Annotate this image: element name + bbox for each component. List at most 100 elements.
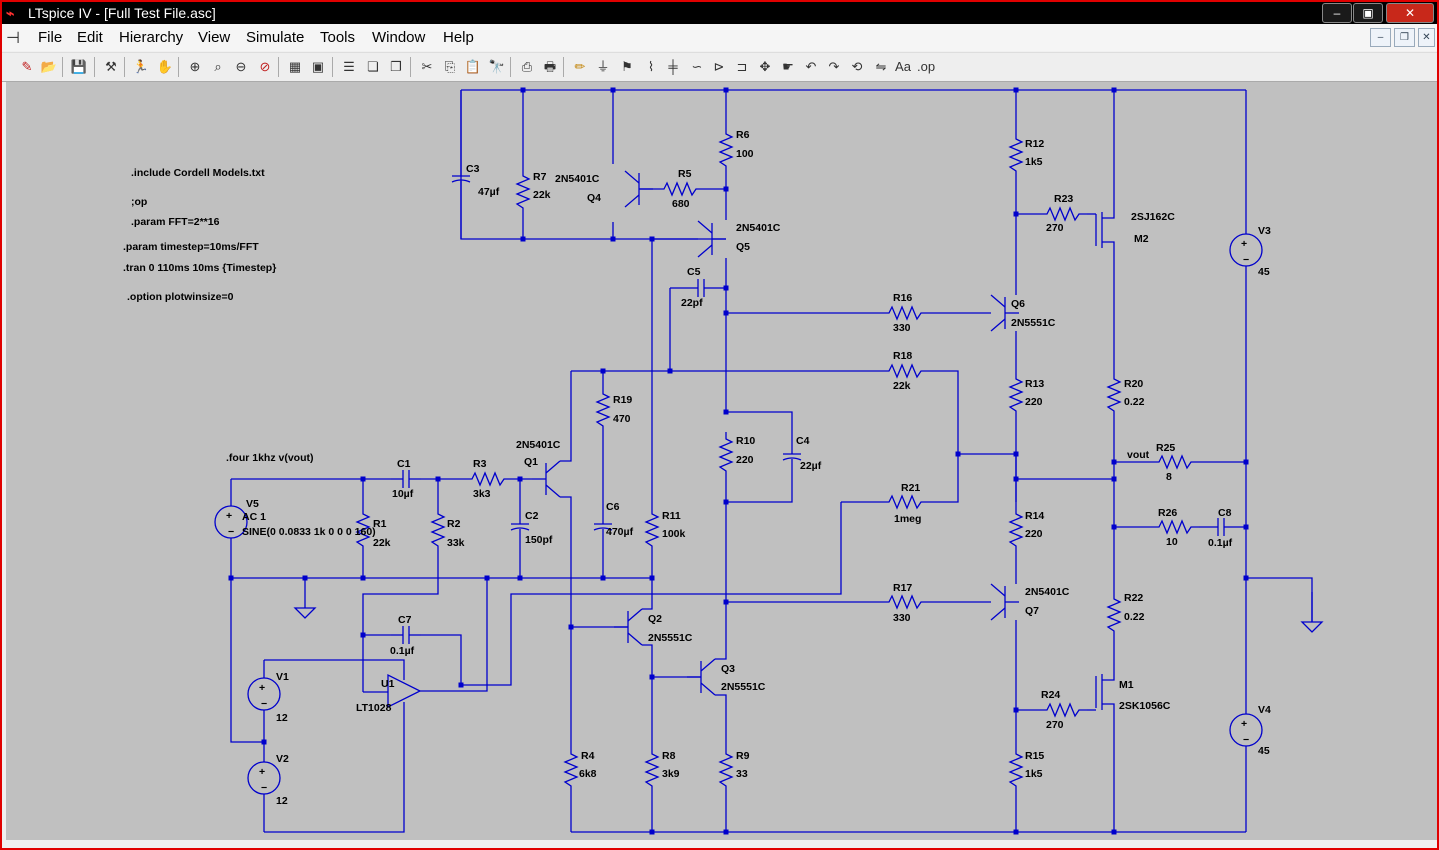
r23-resistor[interactable] xyxy=(1039,206,1087,222)
open-icon[interactable]: 📂 xyxy=(40,59,58,74)
r13-resistor[interactable] xyxy=(1008,372,1024,412)
drag-icon[interactable]: ☛ xyxy=(782,59,794,74)
paste-icon[interactable]: 📋 xyxy=(464,59,482,74)
wire[interactable] xyxy=(929,454,959,503)
q1-transistor-collector[interactable] xyxy=(545,460,561,474)
pan-icon[interactable]: ⌕ xyxy=(214,59,222,74)
wire[interactable] xyxy=(421,634,462,685)
wire[interactable] xyxy=(560,371,572,462)
copy-icon[interactable]: ⎘ xyxy=(444,59,456,74)
cut-icon[interactable]: ✂ xyxy=(421,59,433,74)
minimize-button[interactable]: – xyxy=(1322,3,1352,23)
cascade-icon[interactable]: ❏ xyxy=(367,59,379,74)
r16-resistor[interactable] xyxy=(881,305,929,321)
wire[interactable] xyxy=(726,411,793,442)
undo-icon[interactable]: ↶ xyxy=(805,59,817,74)
wire[interactable] xyxy=(642,644,653,747)
r17-resistor[interactable] xyxy=(881,594,929,610)
menu-window[interactable]: Window xyxy=(372,29,426,46)
component-icon[interactable]: ⊐ xyxy=(736,59,748,74)
r12-resistor[interactable] xyxy=(1008,132,1024,172)
diode-icon[interactable]: ⊳ xyxy=(713,59,725,74)
u1-opamp[interactable] xyxy=(387,673,422,709)
print-setup-icon[interactable]: 🖶 xyxy=(543,59,557,74)
junction-dot[interactable] xyxy=(261,739,267,745)
m1-mosfet-source[interactable] xyxy=(1102,703,1115,720)
run-icon[interactable]: 🏃 xyxy=(132,59,150,74)
ltspice-app-icon[interactable]: ⌁ xyxy=(6,5,15,21)
ground-symbol[interactable] xyxy=(293,607,317,619)
zoom-in-icon[interactable]: ⊕ xyxy=(189,59,201,74)
wire[interactable] xyxy=(715,652,727,660)
r22-resistor[interactable] xyxy=(1106,592,1122,632)
r26-resistor[interactable] xyxy=(1151,519,1199,535)
m2-mosfet-source[interactable] xyxy=(1102,241,1115,258)
q6-transistor-collector[interactable] xyxy=(990,294,1006,308)
r11-resistor[interactable] xyxy=(644,507,660,547)
find-icon[interactable]: 🔭 xyxy=(488,59,506,74)
capacitor-icon[interactable]: ╪ xyxy=(668,59,678,74)
r10-resistor[interactable] xyxy=(718,432,734,472)
schematic-document-icon[interactable]: ⊣ xyxy=(6,30,20,47)
menu-tools[interactable]: Tools xyxy=(320,29,356,46)
q7-transistor-emitter[interactable] xyxy=(990,607,1006,621)
ground-symbol-output[interactable] xyxy=(1300,621,1324,633)
junction-dot[interactable] xyxy=(1111,829,1117,835)
q4-emitter-rail[interactable] xyxy=(460,90,726,240)
q3-transistor-collector[interactable] xyxy=(700,658,716,672)
q4-transistor-emitter[interactable] xyxy=(624,194,640,208)
wire[interactable] xyxy=(1246,577,1313,622)
q3-transistor-emitter[interactable] xyxy=(700,682,716,696)
move-icon[interactable]: ✥ xyxy=(759,59,771,74)
c4-capacitor-plate2[interactable] xyxy=(782,457,802,461)
r7-resistor[interactable] xyxy=(515,169,531,209)
wire[interactable] xyxy=(929,370,959,454)
q7-transistor-collector[interactable] xyxy=(990,583,1006,597)
print-icon[interactable]: ⎙ xyxy=(521,59,533,74)
c2-capacitor-plate2[interactable] xyxy=(510,527,530,531)
spice-directive-icon[interactable]: .op xyxy=(917,59,936,74)
q5-transistor-collector[interactable] xyxy=(697,220,713,234)
wire[interactable] xyxy=(715,694,727,747)
r24-resistor[interactable] xyxy=(1039,702,1087,718)
mirror-icon[interactable]: ⇋ xyxy=(875,59,887,74)
m1-mosfet-drain[interactable] xyxy=(1102,664,1115,681)
wire[interactable] xyxy=(642,578,653,610)
wire[interactable] xyxy=(230,538,264,743)
tile-vertical-icon[interactable]: ❐ xyxy=(390,59,402,74)
r15-resistor[interactable] xyxy=(1008,747,1024,787)
tile-horizontal-icon[interactable]: ☰ xyxy=(343,59,355,74)
junction-dot[interactable] xyxy=(1111,476,1117,482)
r5-resistor[interactable] xyxy=(656,181,704,197)
r19-resistor[interactable] xyxy=(595,387,611,427)
r3-resistor[interactable] xyxy=(464,471,512,487)
close-button[interactable]: ✕ xyxy=(1386,3,1434,23)
wire[interactable] xyxy=(264,659,405,680)
wire[interactable] xyxy=(726,472,793,503)
r8-resistor[interactable] xyxy=(644,747,660,787)
c6-capacitor-plate2[interactable] xyxy=(593,527,613,531)
child-restore-button[interactable]: ❐ xyxy=(1394,28,1415,47)
menu-view[interactable]: View xyxy=(198,29,231,46)
r9-resistor[interactable] xyxy=(718,747,734,787)
autorange-icon[interactable]: ▦ xyxy=(288,59,302,74)
zoom-out-icon[interactable]: ⊖ xyxy=(235,59,247,74)
maximize-button[interactable]: ▣ xyxy=(1353,3,1383,23)
q2-transistor-emitter[interactable] xyxy=(627,632,643,646)
wire[interactable] xyxy=(461,502,842,686)
control-panel-icon[interactable]: ⚒ xyxy=(105,59,117,74)
q5-transistor-emitter[interactable] xyxy=(697,244,713,258)
redo-icon[interactable]: ↷ xyxy=(828,59,840,74)
q6-transistor-emitter[interactable] xyxy=(990,318,1006,332)
r25-resistor[interactable] xyxy=(1151,454,1199,470)
menu-simulate[interactable]: Simulate xyxy=(246,29,305,46)
wire[interactable] xyxy=(362,547,439,692)
r6-resistor[interactable] xyxy=(718,127,734,167)
label-net-icon[interactable]: ⚑ xyxy=(621,59,633,74)
zoom-fit-icon[interactable]: ▣ xyxy=(311,59,325,74)
menu-edit[interactable]: Edit xyxy=(77,29,103,46)
wire-icon[interactable]: ✏ xyxy=(574,59,586,74)
menu-file[interactable]: File xyxy=(38,29,63,46)
ground-icon[interactable]: ⏚ xyxy=(596,59,610,74)
